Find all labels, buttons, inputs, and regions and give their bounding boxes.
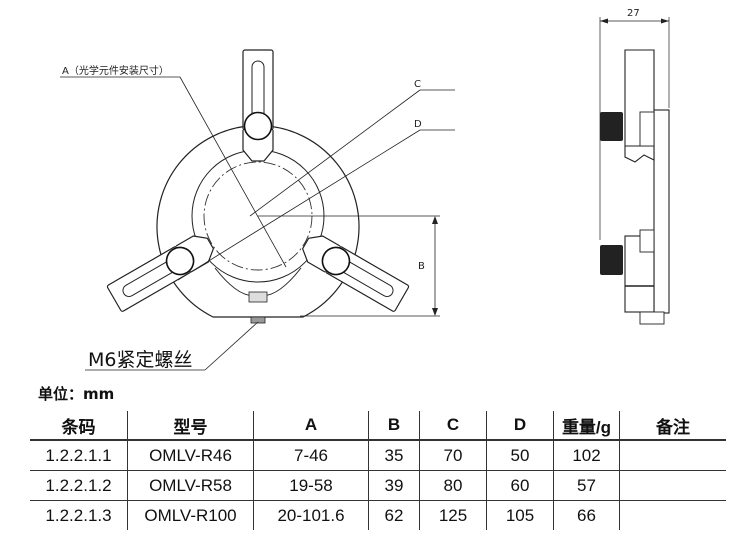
cell-weight: 57 <box>553 470 620 501</box>
cell-model: OMLV-R58 <box>127 470 254 501</box>
col-header: C <box>419 411 487 441</box>
cell-b: 39 <box>368 470 420 501</box>
front-view: A（光学元件安装尺寸） C D B M6紧定螺丝 <box>60 49 455 371</box>
knurled-knob-icon <box>600 112 623 141</box>
col-header: 型号 <box>127 411 254 441</box>
cell-c: 125 <box>419 500 487 530</box>
label-c: C <box>414 79 421 90</box>
label-b: B <box>418 261 425 272</box>
cell-barcode: 1.2.2.1.2 <box>30 470 128 501</box>
cell-a: 20-101.6 <box>253 500 369 530</box>
cell-b: 35 <box>368 440 420 471</box>
knurled-knob-icon <box>600 245 623 275</box>
cell-note <box>619 440 726 471</box>
col-header: B <box>368 411 420 441</box>
cell-barcode: 1.2.2.1.1 <box>30 440 128 471</box>
cell-a: 7-46 <box>253 440 369 471</box>
table-row: 1.2.2.1.3 OMLV-R100 20-101.6 62 125 105 … <box>30 500 727 531</box>
table-row: 1.2.2.1.2 OMLV-R58 19-58 39 80 60 57 <box>30 470 726 501</box>
cell-note <box>620 501 727 531</box>
label-a: A（光学元件安装尺寸） <box>62 64 169 77</box>
cell-weight: 66 <box>553 500 620 530</box>
col-header: D <box>486 411 554 441</box>
cell-model: OMLV-R100 <box>127 500 254 530</box>
cell-model: OMLV-R46 <box>127 440 254 471</box>
col-header: A <box>253 411 369 441</box>
cell-weight: 102 <box>553 440 620 471</box>
cell-c: 70 <box>419 440 487 471</box>
cell-barcode: 1.2.2.1.3 <box>30 500 128 530</box>
label-screw: M6紧定螺丝 <box>88 349 192 371</box>
technical-drawing: A（光学元件安装尺寸） C D B M6紧定螺丝 27 <box>60 8 670 371</box>
col-header: 备注 <box>619 411 726 441</box>
side-width-label: 27 <box>627 8 640 19</box>
cell-d: 105 <box>486 500 554 530</box>
cell-a: 19-58 <box>253 470 369 501</box>
cell-b: 62 <box>368 500 420 530</box>
col-header: 条码 <box>30 411 128 441</box>
label-d: D <box>414 119 422 130</box>
cell-c: 80 <box>419 470 487 501</box>
col-header: 重量/g <box>553 411 620 441</box>
table-header-row: 条码 型号 A B C D 重量/g 备注 <box>30 411 726 441</box>
unit-label: 单位：mm <box>38 385 115 403</box>
cell-d: 50 <box>486 440 554 471</box>
cell-note <box>619 470 726 501</box>
table-row: 1.2.2.1.1 OMLV-R46 7-46 35 70 50 102 <box>30 440 726 471</box>
spec-table: 条码 型号 A B C D 重量/g 备注 1.2.2.1.1 OMLV-R46… <box>30 411 726 530</box>
cell-d: 60 <box>486 470 554 501</box>
side-view: 27 <box>599 8 670 325</box>
